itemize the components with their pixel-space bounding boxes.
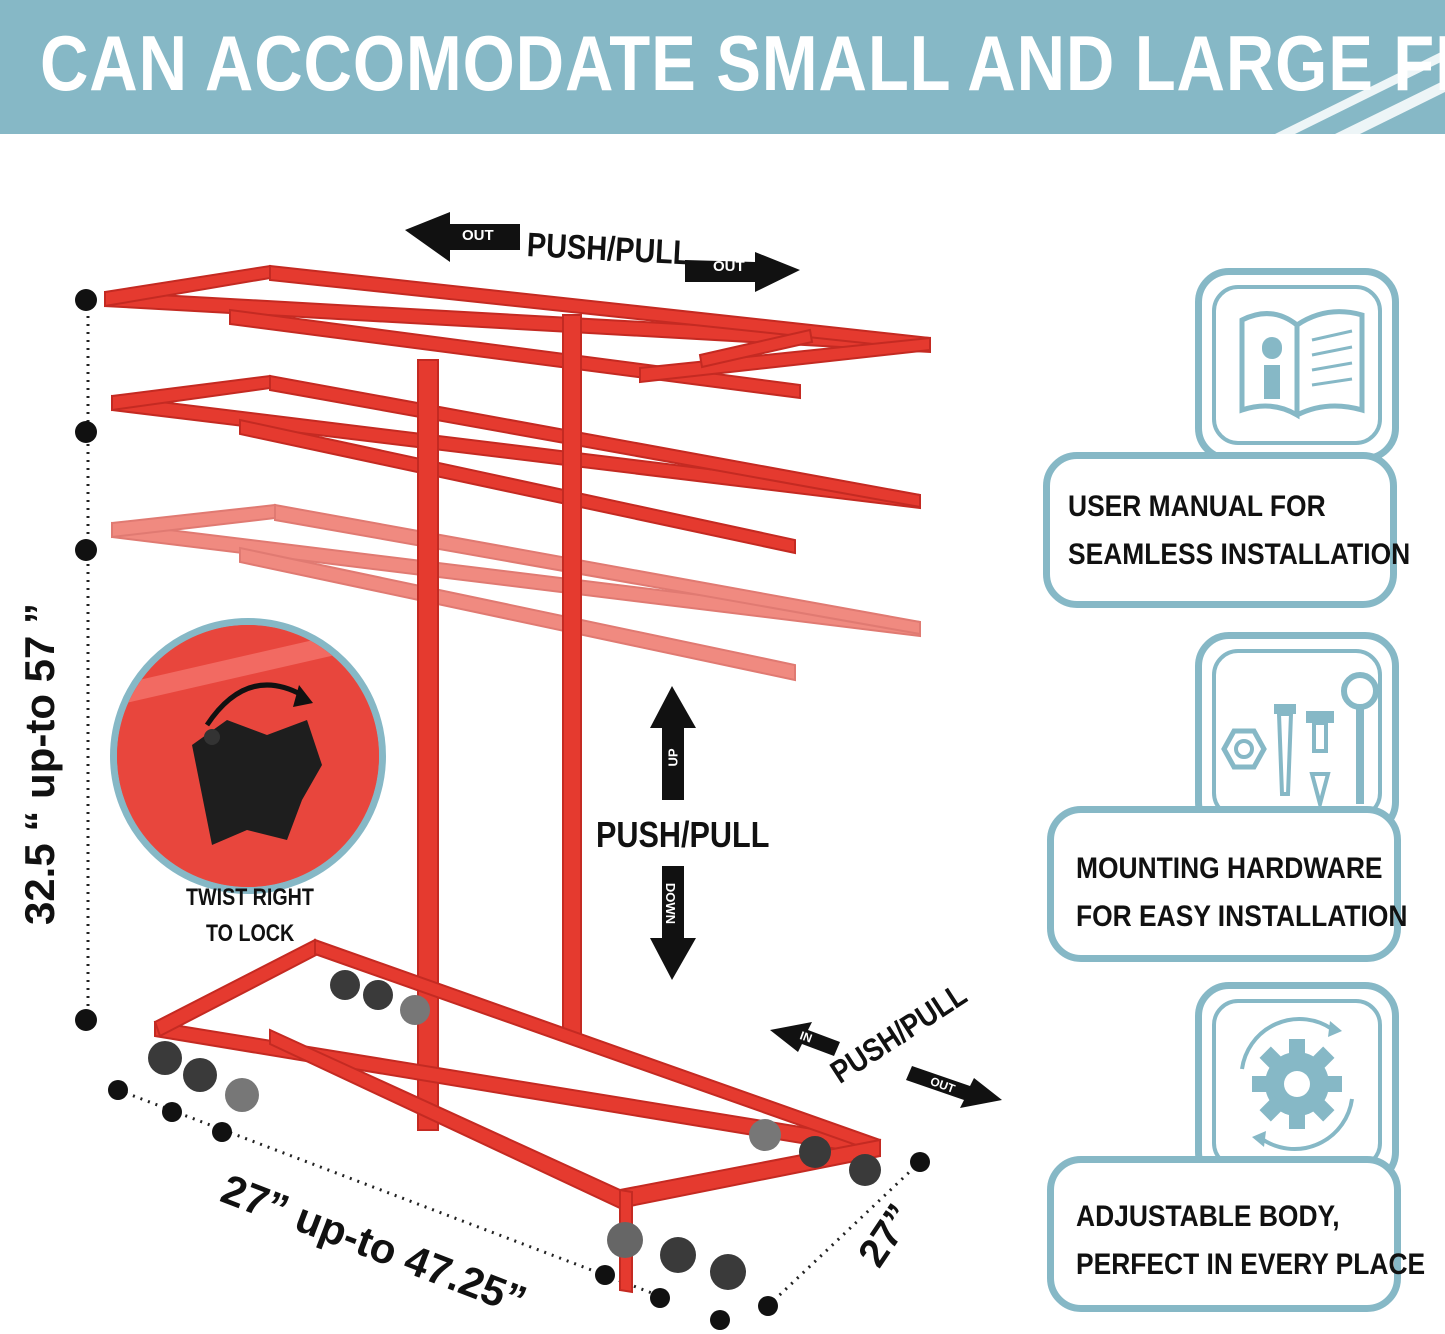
knob-icon bbox=[117, 625, 379, 887]
length-dimension-line bbox=[108, 1080, 730, 1330]
user-manual-icon bbox=[1239, 309, 1365, 420]
hardware-icon bbox=[1221, 672, 1379, 812]
gear-icon-box bbox=[1195, 982, 1399, 1186]
feature-line1: MOUNTING HARDWARE bbox=[1076, 852, 1383, 885]
vertical-push-pull-arrow bbox=[650, 686, 696, 980]
rack-illustration bbox=[75, 212, 1002, 1330]
inset-caption-line1: TWIST RIGHT bbox=[186, 884, 314, 911]
base-push-pull-arrow bbox=[770, 1022, 1002, 1108]
knob-detail-inset bbox=[110, 618, 386, 894]
vertical-posts bbox=[417, 314, 582, 1131]
height-dimension-label: 32.5 “ up-to 57 ” bbox=[16, 602, 63, 926]
depth-dimension-line bbox=[758, 1152, 930, 1316]
top-push-pull-arrow bbox=[405, 212, 800, 292]
page-title: CAN ACCOMODATE SMALL AND LARGE FILES bbox=[40, 19, 1445, 107]
vertical-arrow-up-tag: UP bbox=[665, 748, 681, 767]
rolling-base bbox=[153, 938, 882, 1294]
lower-shelf bbox=[111, 503, 921, 682]
feature-card-user-manual: USER MANUAL FOR SEAMLESS INSTALLATION bbox=[1043, 452, 1410, 608]
user-manual-icon-box bbox=[1195, 268, 1399, 462]
feature-line2: PERFECT IN EVERY PLACE bbox=[1076, 1248, 1426, 1281]
height-dimension-line bbox=[75, 289, 97, 1031]
top-arrow-left-tag: OUT bbox=[462, 227, 494, 244]
feature-line1: ADJUSTABLE BODY, bbox=[1076, 1200, 1340, 1233]
vertical-arrow-down-tag: DOWN bbox=[663, 882, 679, 925]
header-banner: CAN ACCOMODATE SMALL AND LARGE FILES bbox=[0, 0, 1445, 134]
feature-line1: USER MANUAL FOR bbox=[1068, 490, 1326, 523]
feature-card-hardware: MOUNTING HARDWARE FOR EASY INSTALLATION bbox=[1047, 806, 1407, 962]
gear-icon bbox=[1240, 1017, 1354, 1151]
banner-stripes bbox=[1275, 50, 1445, 134]
feature-line2: FOR EASY INSTALLATION bbox=[1076, 900, 1408, 933]
feature-line2: SEAMLESS INSTALLATION bbox=[1068, 538, 1411, 571]
feature-card-adjustable: ADJUSTABLE BODY, PERFECT IN EVERY PLACE bbox=[1047, 1156, 1425, 1312]
icon-frame bbox=[1212, 285, 1382, 445]
middle-shelf bbox=[111, 374, 921, 555]
top-shelf bbox=[104, 264, 931, 400]
inset-caption-line2: TO LOCK bbox=[206, 920, 295, 947]
top-arrow-right-tag: OUT bbox=[713, 258, 745, 275]
casters bbox=[148, 970, 881, 1290]
vertical-arrow-label: PUSH/PULL bbox=[596, 814, 770, 855]
